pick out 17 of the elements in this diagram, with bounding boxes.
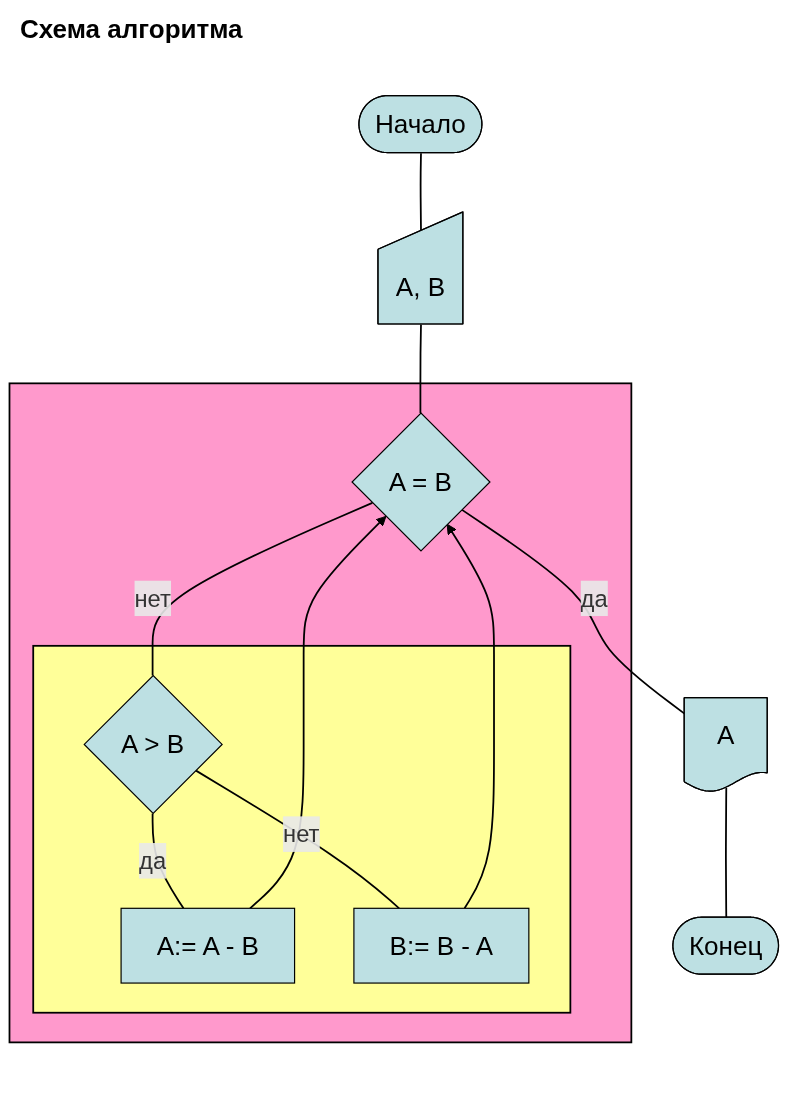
arrow xyxy=(446,523,495,910)
node-diamond: A = B xyxy=(351,412,491,552)
edge-label: нет xyxy=(134,585,171,612)
connector xyxy=(151,501,374,677)
diagram-title: Схема алгоритма xyxy=(20,14,244,45)
cluster xyxy=(32,644,572,1014)
node-box: A:= A - B xyxy=(120,907,296,984)
edge-label: да xyxy=(580,585,608,612)
cluster xyxy=(8,382,633,1044)
edge-label: нет xyxy=(283,821,320,848)
node-box: B:= B - A xyxy=(353,907,530,984)
edge-label: да xyxy=(139,847,167,874)
node-diamond: A > B xyxy=(83,674,223,815)
connector xyxy=(460,508,686,715)
connector xyxy=(725,787,728,919)
connector xyxy=(194,769,401,910)
arrow xyxy=(249,515,387,910)
